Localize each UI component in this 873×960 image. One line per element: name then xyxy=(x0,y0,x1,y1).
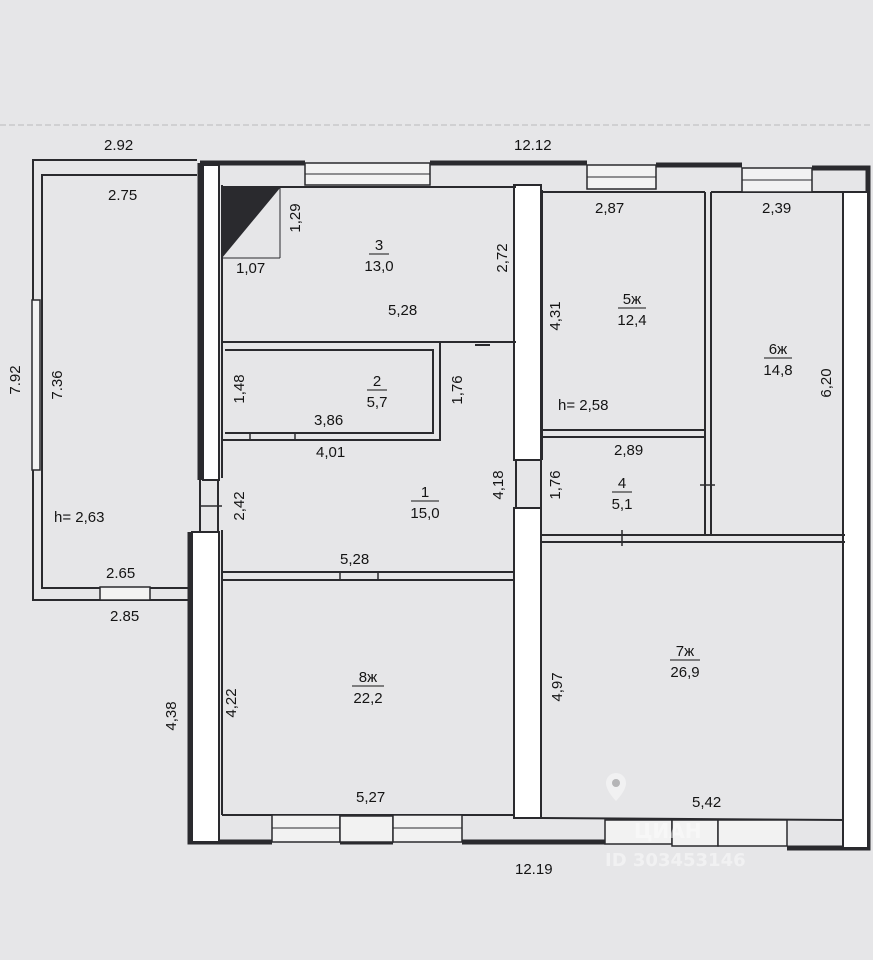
room-number: 1 xyxy=(421,484,429,501)
dim-bottom-total: 12.19 xyxy=(515,861,553,878)
dim-room6-height: 6,20 xyxy=(818,368,835,397)
dim-veranda-inner-top: 2.75 xyxy=(108,187,137,204)
room-area: 13,0 xyxy=(364,258,393,275)
dim-veranda-inner-bottom: 2.65 xyxy=(106,565,135,582)
dim-room3-width: 5,28 xyxy=(388,302,417,319)
dim-corner-depth: 1,29 xyxy=(287,203,304,232)
room-3-label: 3 13,0 xyxy=(364,237,393,275)
room-8-label: 8ж 22,2 xyxy=(352,669,384,707)
dim-corner-width: 1,07 xyxy=(236,260,265,277)
room-area: 26,9 xyxy=(670,664,699,681)
dim-veranda-height: 7.92 xyxy=(7,365,24,394)
dim-room2-width: 3,86 xyxy=(314,412,343,429)
dim-room2-height-right: 1,76 xyxy=(449,375,466,404)
watermark: ЦИАН ID 303453146 xyxy=(605,773,746,871)
windows xyxy=(271,162,813,847)
dim-hall-top-width: 4,01 xyxy=(316,444,345,461)
dim-room7-height: 4,97 xyxy=(549,672,566,701)
pin-icon xyxy=(606,773,626,801)
dim-hall-bottom-width: 5,28 xyxy=(340,551,369,568)
room-number: 6ж xyxy=(769,341,787,358)
dim-top-left-width: 2.92 xyxy=(104,137,133,154)
room-area: 5,1 xyxy=(612,496,633,513)
room-area: 15,0 xyxy=(410,505,439,522)
room-4-label: 4 5,1 xyxy=(612,475,633,513)
doors xyxy=(199,344,715,580)
dim-room4-width: 2,89 xyxy=(614,442,643,459)
dim-room2-height-left: 1,48 xyxy=(231,374,248,403)
room-number: 2 xyxy=(373,373,381,390)
room-area: 22,2 xyxy=(353,690,382,707)
dimension-labels: 2.92 12.12 2.75 7.92 7.36 h= 2,63 2.65 2… xyxy=(7,137,835,878)
dim-room5-ceiling: h= 2,58 xyxy=(558,397,608,414)
dim-top-total: 12.12 xyxy=(514,137,552,154)
room-area: 12,4 xyxy=(617,312,646,329)
dim-room4-height: 1,76 xyxy=(547,470,564,499)
room-number: 4 xyxy=(618,475,626,492)
dim-room8-height: 4,22 xyxy=(223,688,240,717)
room-6-label: 6ж 14,8 xyxy=(763,341,792,379)
watermark-brand: ЦИАН xyxy=(634,819,702,843)
room-7-label: 7ж 26,9 xyxy=(670,643,700,681)
watermark-id: ID 303453146 xyxy=(605,850,746,871)
room-5-label: 5ж 12,4 xyxy=(617,291,646,329)
room-number: 8ж xyxy=(359,669,377,686)
dim-hall-door: 2,42 xyxy=(231,491,248,520)
dim-room7-width: 5,42 xyxy=(692,794,721,811)
dim-veranda-outer-bottom: 2.85 xyxy=(110,608,139,625)
dim-veranda-inner-height: 7.36 xyxy=(49,370,66,399)
room-area: 5,7 xyxy=(367,394,388,411)
room-1-label: 1 15,0 xyxy=(410,484,439,522)
dim-veranda-ceiling: h= 2,63 xyxy=(54,509,104,526)
dim-wall-left-lower: 4,38 xyxy=(163,701,180,730)
room-labels: 3 13,0 2 5,7 1 15,0 8ж 22,2 5ж 12,4 6ж 1… xyxy=(352,237,793,707)
dim-room5-height: 4,31 xyxy=(547,301,564,330)
dim-room8-width: 5,27 xyxy=(356,789,385,806)
dim-room3-height: 2,72 xyxy=(494,243,511,272)
dim-room5-width: 2,87 xyxy=(595,200,624,217)
room-number: 3 xyxy=(375,237,383,254)
room-number: 7ж xyxy=(676,643,694,660)
chimney-corner xyxy=(222,188,281,259)
dim-room6-width: 2,39 xyxy=(762,200,791,217)
dim-hall-height: 4,18 xyxy=(490,470,507,499)
house-walls xyxy=(187,160,871,851)
veranda-outline xyxy=(31,159,197,601)
room-number: 5ж xyxy=(623,291,641,308)
room-2-label: 2 5,7 xyxy=(367,373,388,411)
room-area: 14,8 xyxy=(763,362,792,379)
